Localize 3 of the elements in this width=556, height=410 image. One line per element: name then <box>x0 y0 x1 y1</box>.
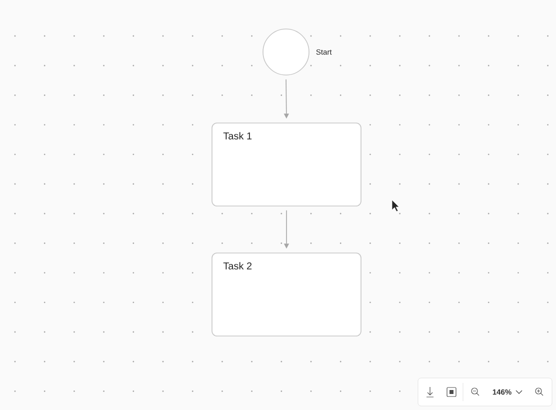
task-box: Task 2 <box>212 252 362 336</box>
task-box: Task 1 <box>212 122 362 206</box>
start-circle <box>262 28 310 76</box>
